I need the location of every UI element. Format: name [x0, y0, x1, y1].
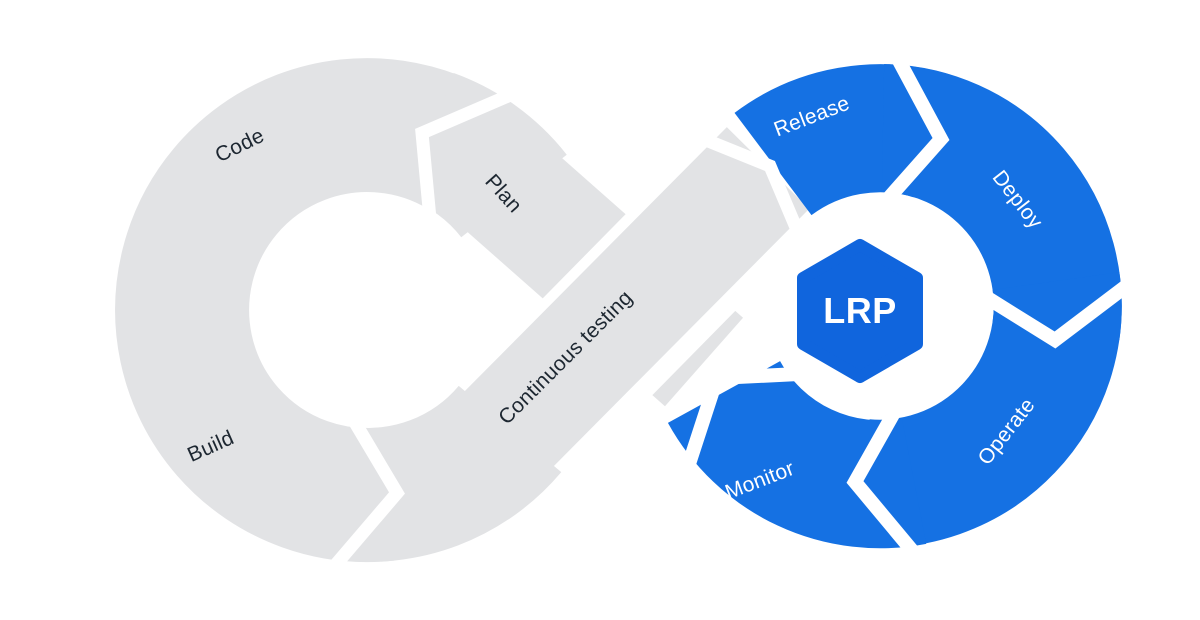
plan-to-code-arrow-notch: [415, 87, 518, 220]
operate-to-monitor-arrow-notch: [846, 407, 921, 559]
deploy-to-operate-arrow-notch: [982, 278, 1134, 349]
monitor-arrow-notch: [681, 367, 800, 470]
build-to-testing-arrow-notch: [327, 415, 405, 574]
left-ring-plan-arc: [406, 72, 567, 239]
release-to-deploy-arrow-notch: [881, 53, 950, 205]
left-ring-bottom-arc: [332, 384, 562, 562]
monitor-segment: [667, 359, 927, 549]
testing-to-release-arrow-notch: [688, 127, 809, 247]
continuous-testing-band: [455, 127, 810, 482]
badge-text: LRP: [823, 290, 897, 331]
hexagon-badge: [797, 239, 923, 383]
left-ring-main-arc: [115, 58, 509, 563]
